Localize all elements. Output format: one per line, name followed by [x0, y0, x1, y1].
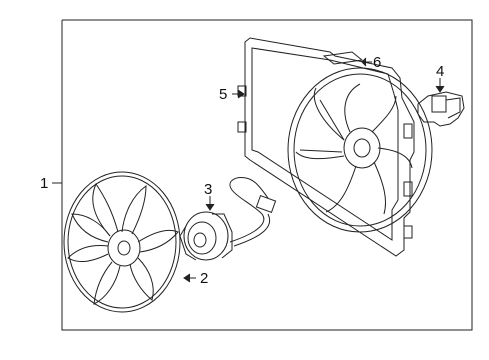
assembly-frame	[61, 19, 473, 331]
fan-shroud	[237, 37, 433, 257]
callout-1: 1	[40, 175, 49, 192]
fan-motor	[179, 196, 233, 261]
resistor-connector	[417, 78, 465, 127]
callout-3: 3	[204, 181, 213, 198]
callout-2: 2	[200, 270, 209, 287]
callout-5: 5	[219, 86, 228, 103]
fan-blade	[63, 171, 196, 313]
callout-6: 6	[373, 54, 382, 71]
wiring-harness	[229, 177, 277, 247]
callout-4: 4	[436, 63, 445, 80]
